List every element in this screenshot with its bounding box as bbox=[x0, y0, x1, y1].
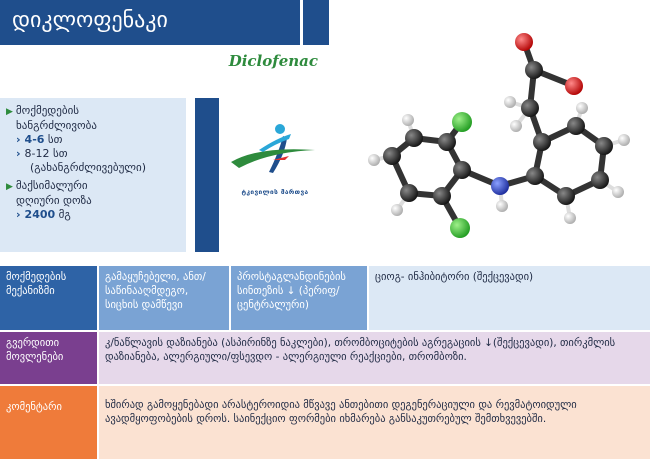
drug-name-latin: Diclofenac bbox=[228, 52, 318, 70]
pain-management-logo bbox=[231, 124, 315, 173]
page-title: დიკლოფენაკი bbox=[0, 0, 300, 45]
info-accent-bar bbox=[195, 98, 219, 252]
carbon-atom bbox=[438, 133, 456, 151]
chlorine-atom bbox=[450, 218, 470, 238]
comments-content: ხშირად გამოყენებადი არასტეროიდია მწვავე … bbox=[99, 386, 650, 459]
mechanism-row: მოქმედების მექანიზმი გამაყუჩებელი, ანთ/ს… bbox=[0, 266, 650, 330]
hydrogen-atom bbox=[612, 186, 624, 198]
hydrogen-atom bbox=[576, 102, 588, 114]
carbon-atom bbox=[591, 171, 609, 189]
carbon-atom bbox=[533, 133, 551, 151]
logo-arm-icon bbox=[259, 134, 291, 152]
hydrogen-atom bbox=[510, 120, 522, 132]
maxdose-value: ›2400 მგ bbox=[16, 208, 71, 221]
carbon-atom bbox=[567, 117, 585, 135]
comments-row: კომენტარი ხშირად გამოყენებადი არასტეროიდ… bbox=[0, 386, 650, 459]
logo-swoosh-icon bbox=[231, 149, 315, 168]
duration-note: (გახანგრძლივებული) bbox=[30, 161, 147, 174]
logo-caption: ტკივილის მართვა bbox=[241, 188, 309, 196]
hydrogen-atom bbox=[402, 114, 414, 126]
carbon-atom bbox=[453, 161, 471, 179]
mechanism-effects: გამაყუჩებელი, ანთ/საწინააღმდეგო, სიცხის … bbox=[99, 266, 229, 330]
carbon-atom bbox=[433, 187, 451, 205]
nitrogen-atom bbox=[491, 177, 509, 195]
side-effects-row: გვერდითი მოვლენები კ/ნაწლავის დაზიანება … bbox=[0, 332, 650, 384]
diclofenac-molecule-image bbox=[368, 33, 630, 238]
mechanism-inhibitor: ციოგ- ინჰიბიტორი (შექცევადი) bbox=[369, 266, 650, 330]
duration-label: ▶მოქმედების bbox=[6, 104, 80, 117]
carbon-atom bbox=[521, 99, 539, 117]
maxdose-label-line2: დღიური დოზა bbox=[16, 194, 92, 207]
side-effects-content: კ/ნაწლავის დაზიანება (ასპირინზე ნაკლები)… bbox=[99, 332, 650, 384]
mechanism-label: მოქმედების მექანიზმი bbox=[0, 266, 97, 330]
logo-head-icon bbox=[275, 124, 285, 134]
carbon-atom bbox=[557, 187, 575, 205]
hydrogen-atom bbox=[564, 212, 576, 224]
chevron-right-icon: › bbox=[16, 208, 21, 221]
duration-value-1: ›4-6 სთ bbox=[16, 133, 63, 146]
bullet-arrow-icon: ▶ bbox=[6, 107, 13, 117]
bullet-arrow-icon: ▶ bbox=[6, 182, 13, 192]
hydrogen-atom bbox=[391, 204, 403, 216]
title-accent-bar bbox=[303, 0, 329, 45]
comments-label: კომენტარი bbox=[0, 386, 97, 459]
side-effects-label: გვერდითი მოვლენები bbox=[0, 332, 97, 384]
logo-accent-icon bbox=[273, 156, 289, 160]
oxygen-atom bbox=[565, 77, 583, 95]
chlorine-atom bbox=[452, 112, 472, 132]
maxdose-label: ▶მაქსიმალური bbox=[6, 179, 88, 192]
duration-label-line2: ხანგრძლივობა bbox=[16, 119, 97, 132]
oxygen-atom bbox=[515, 33, 533, 51]
carbon-atom bbox=[525, 61, 543, 79]
logo-body-icon bbox=[269, 136, 287, 173]
carbon-atom bbox=[595, 137, 613, 155]
carbon-atom bbox=[526, 167, 544, 185]
hydrogen-atom bbox=[368, 154, 380, 166]
carbon-atom bbox=[383, 147, 401, 165]
hydrogen-atom bbox=[618, 134, 630, 146]
dosage-info-box: ▶მოქმედების ხანგრძლივობა ›4-6 სთ ›8-12 ს… bbox=[0, 98, 186, 252]
mechanism-pathway: პროსტაგლანდინების სინთეზის ↓ (პერიფ/ცენტ… bbox=[231, 266, 367, 330]
chevron-right-icon: › bbox=[16, 133, 21, 146]
duration-value-2: ›8-12 სთ bbox=[16, 147, 68, 160]
carbon-atom bbox=[405, 129, 423, 147]
hydrogen-atom bbox=[496, 200, 508, 212]
carbon-atom bbox=[400, 184, 418, 202]
hydrogen-atom bbox=[504, 96, 516, 108]
chevron-right-icon: › bbox=[16, 147, 21, 160]
